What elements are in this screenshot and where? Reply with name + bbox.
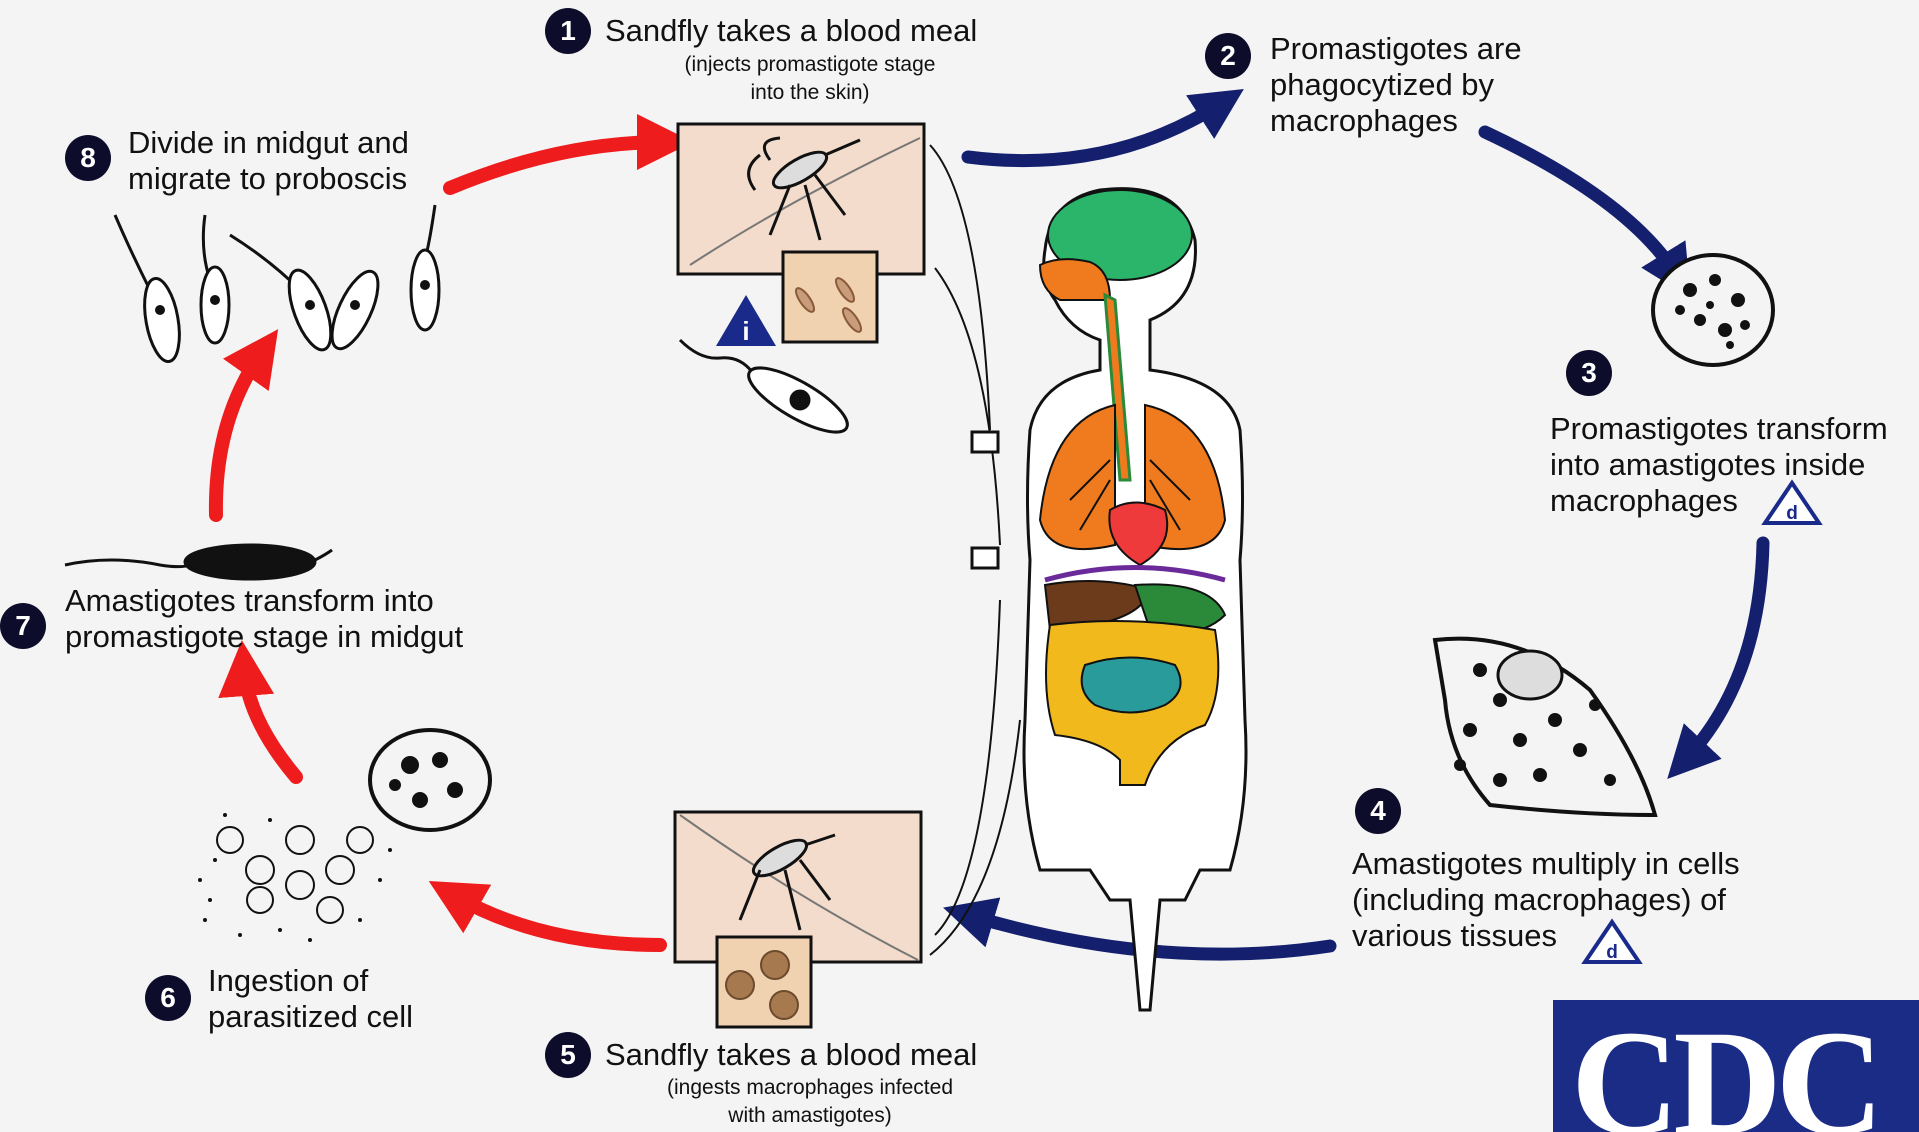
arrow-7-to-8: [216, 352, 262, 515]
step-7-badge: 7: [0, 603, 46, 649]
step-3-line3: macrophages: [1550, 482, 1738, 519]
step-3-line2: into amastigotes inside: [1550, 446, 1865, 483]
step-1-subtitle-line2: into the skin): [620, 80, 1000, 105]
arrow-6-to-7: [244, 668, 296, 777]
step-3-badge: 3: [1566, 350, 1612, 396]
step-2-badge: 2: [1205, 33, 1251, 79]
step-6-line1: Ingestion of: [208, 962, 368, 999]
step-5-subtitle-line1: (ingests macrophages infected: [620, 1075, 1000, 1100]
step-7-line1: Amastigotes transform into: [65, 582, 434, 619]
step-8-line1: Divide in midgut and: [128, 124, 409, 161]
parasitized-cell-icon: [198, 730, 490, 942]
step-1-subtitle-line1: (injects promastigote stage: [620, 52, 1000, 77]
step-8-badge: 8: [65, 135, 111, 181]
step-5-badge: 5: [545, 1032, 591, 1078]
arrow-3-to-4: [1685, 543, 1763, 760]
small-intestine: [1082, 658, 1181, 713]
step-1-badge: 1: [545, 8, 591, 54]
step-4-line3: various tissues: [1352, 917, 1557, 954]
infected-cell-icon: [1435, 639, 1655, 815]
infective-stage-marker: i: [716, 295, 776, 346]
svg-text:d: d: [1606, 942, 1618, 963]
step-2-line1: Promastigotes are: [1270, 30, 1522, 67]
promastigote-group-icon: [115, 205, 439, 364]
step-2-line3: macrophages: [1270, 102, 1458, 139]
step-1-title: Sandfly takes a blood meal: [605, 12, 977, 49]
step-5-subtitle-line2: with amastigotes): [620, 1103, 1000, 1128]
arrow-1-to-2: [968, 103, 1222, 161]
step-4-line2: (including macrophages) of: [1352, 881, 1726, 918]
promastigote-icon: [680, 340, 855, 444]
transforming-parasite-icon: [65, 545, 332, 579]
human-body-icon: [1024, 189, 1246, 1010]
arrow-2-to-3: [1485, 132, 1677, 276]
macrophage-icon: [1653, 255, 1773, 365]
svg-text:d: d: [1786, 503, 1798, 524]
step-6-badge: 6: [145, 975, 191, 1021]
skin-connector-lines: [930, 145, 1020, 955]
arrow-8-to-1: [450, 142, 665, 188]
cdc-logo: CDC: [1553, 1000, 1919, 1132]
step-2-line2: phagocytized by: [1270, 66, 1494, 103]
arrow-5-to-6: [453, 895, 660, 945]
step-4-line1: Amastigotes multiply in cells: [1352, 845, 1740, 882]
sandfly-bite-panel-top: [678, 124, 924, 342]
step-4-badge: 4: [1355, 788, 1401, 834]
sandfly-bite-panel-bottom: [675, 812, 921, 1027]
step-6-line2: parasitized cell: [208, 998, 413, 1035]
svg-text:i: i: [742, 316, 749, 346]
cdc-logo-text: CDC: [1571, 1008, 1878, 1132]
step-7-line2: promastigote stage in midgut: [65, 618, 463, 655]
step-3-line1: Promastigotes transform: [1550, 410, 1888, 447]
diagnostic-stage-marker-4: d: [1585, 922, 1639, 963]
diagnostic-stage-marker-3: d: [1765, 483, 1819, 524]
step-5-title: Sandfly takes a blood meal: [605, 1036, 977, 1073]
step-8-line2: migrate to proboscis: [128, 160, 407, 197]
